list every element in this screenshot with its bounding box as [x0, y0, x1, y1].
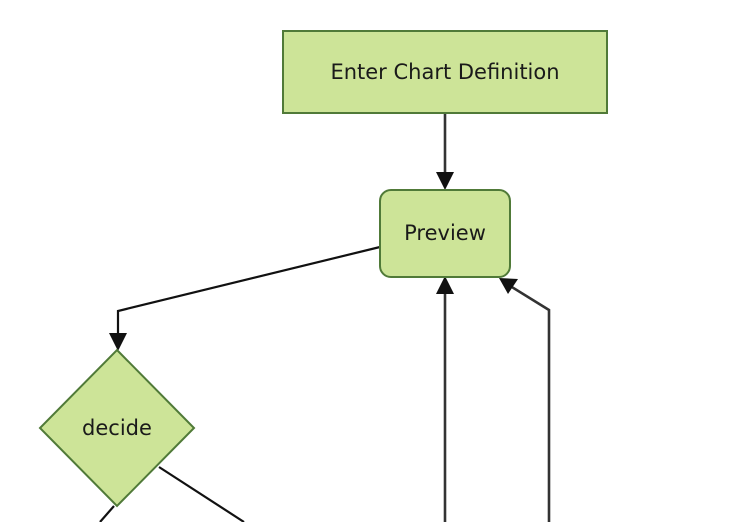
arrowhead-up-icon	[436, 276, 454, 294]
arrowhead-upleft-icon	[499, 278, 518, 294]
edge-bottom-right-to-preview	[499, 278, 551, 522]
node-shape-rounded-rectangle	[379, 189, 511, 278]
arrowhead-down-icon	[109, 333, 127, 351]
node-decide[interactable]: decide	[38, 348, 196, 508]
node-enter-chart-definition[interactable]: Enter Chart Definition	[282, 30, 608, 114]
node-shape-rectangle	[282, 30, 608, 114]
edge-decide-down-right	[158, 466, 245, 522]
edge-enter-to-preview	[436, 113, 454, 190]
edge-preview-to-decide	[109, 245, 381, 351]
edge-bottom-center-to-preview	[436, 276, 454, 522]
arrowhead-down-icon	[436, 172, 454, 190]
edge-decide-down-left	[99, 505, 115, 522]
node-shape-diamond	[38, 348, 196, 508]
node-preview[interactable]: Preview	[379, 189, 511, 278]
